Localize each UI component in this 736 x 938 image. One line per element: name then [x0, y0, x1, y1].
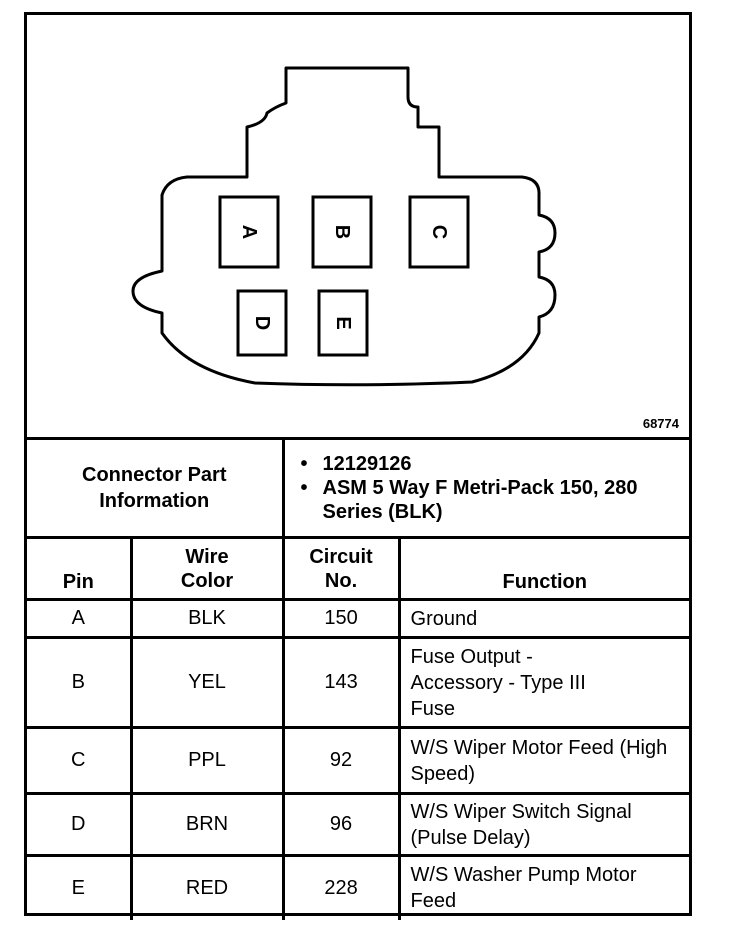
pin-cell: A: [27, 598, 133, 639]
circuit-cell: 150: [281, 598, 401, 639]
table-header-row: Pin Wire Color Circuit No. Function: [27, 536, 690, 601]
pin-cell: D: [27, 792, 133, 857]
function-cell: W/S Wiper Motor Feed (High Speed): [397, 726, 690, 795]
cavity-a: A: [218, 195, 280, 269]
circuit-cell: 228: [281, 854, 401, 920]
connector-info-sheet: A B C D E 68774 Connector Part Informati…: [24, 12, 692, 920]
cavity-c-label: C: [428, 225, 450, 239]
header-circuit-no: Circuit No.: [281, 536, 401, 601]
pin-cell: E: [27, 854, 133, 920]
connector-info-row: Connector Part Information 12129126 ASM …: [27, 437, 690, 539]
wire-color-cell: BRN: [129, 792, 285, 857]
cavity-b: B: [311, 195, 373, 269]
connector-info-list: 12129126 ASM 5 Way F Metri-Pack 150, 280…: [281, 437, 690, 539]
function-cell: W/S Wiper Switch Signal (Pulse Delay): [397, 792, 690, 857]
wire-color-cell: BLK: [129, 598, 285, 639]
table-row: D BRN 96 W/S Wiper Switch Signal (Pulse …: [27, 792, 690, 857]
cavity-b-label: B: [331, 225, 353, 239]
header-function: Function: [397, 536, 690, 601]
cavity-e: E: [317, 289, 369, 357]
pin-cell: B: [27, 636, 133, 729]
connector-face-diagram: A B C D E: [131, 66, 557, 387]
connector-outline: [131, 66, 557, 387]
table-row: B YEL 143 Fuse Output - Accessory - Type…: [27, 636, 690, 729]
cavity-e-label: E: [332, 316, 354, 329]
function-cell: Ground: [397, 598, 690, 639]
function-cell: Fuse Output - Accessory - Type III Fuse: [397, 636, 690, 729]
connector-part-number: 12129126: [301, 452, 690, 476]
header-pin: Pin: [27, 536, 133, 601]
function-cell: W/S Washer Pump Motor Feed: [397, 854, 690, 920]
table-row: A BLK 150 Ground: [27, 598, 690, 639]
header-wire-color: Wire Color: [129, 536, 285, 601]
cavity-d: D: [236, 289, 288, 357]
wire-color-cell: YEL: [129, 636, 285, 729]
diagram-reference-number: 68774: [642, 416, 679, 431]
pin-cell: C: [27, 726, 133, 795]
cavity-a-label: A: [238, 225, 260, 239]
connector-description: ASM 5 Way F Metri-Pack 150, 280 Series (…: [301, 476, 690, 524]
circuit-cell: 92: [281, 726, 401, 795]
pinout-table: Connector Part Information 12129126 ASM …: [27, 437, 690, 920]
circuit-cell: 143: [281, 636, 401, 729]
circuit-cell: 96: [281, 792, 401, 857]
wire-color-cell: RED: [129, 854, 285, 920]
table-row: C PPL 92 W/S Wiper Motor Feed (High Spee…: [27, 726, 690, 795]
connector-info-label: Connector Part Information: [27, 437, 285, 539]
wire-color-cell: PPL: [129, 726, 285, 795]
cavity-d-label: D: [251, 316, 273, 330]
table-row: E RED 228 W/S Washer Pump Motor Feed: [27, 854, 690, 920]
cavity-c: C: [408, 195, 470, 269]
